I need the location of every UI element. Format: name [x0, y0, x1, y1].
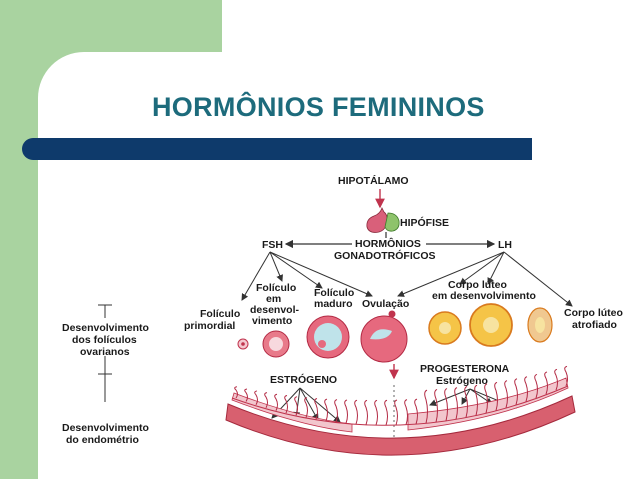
endometrial-gland — [324, 398, 328, 422]
label-corpo-luteo-atrof-1: Corpo lúteo — [564, 307, 623, 319]
endometrial-gland — [304, 397, 308, 418]
title-underline-bar — [22, 138, 532, 160]
endometrial-gland — [474, 384, 478, 416]
label-desenv-foliculos-3: ovarianos — [80, 346, 130, 358]
endometrial-gland — [314, 397, 318, 420]
endometrial-gland — [254, 390, 258, 406]
ovulating-follicle-icon — [360, 310, 408, 363]
pituitary-gland-icon — [366, 206, 400, 233]
endometrial-gland — [294, 396, 298, 416]
lh-arrows — [397, 251, 573, 307]
primordial-follicle-icon — [237, 338, 249, 350]
label-foliculo-desenvol-1: Folículo — [256, 282, 296, 294]
endometrial-gland — [284, 395, 288, 414]
label-lh: LH — [498, 239, 512, 251]
endometrial-gland — [354, 399, 358, 425]
label-foliculo-primordial-2: primordial — [184, 320, 235, 332]
label-corpo-luteo-desenv-1: Corpo lúteo — [448, 279, 507, 291]
endometrial-gland — [344, 399, 348, 424]
content-panel — [38, 52, 638, 479]
endometrial-gland — [264, 392, 268, 409]
endometrial-gland — [554, 368, 558, 391]
endometrial-gland — [274, 393, 278, 411]
label-fsh: FSH — [262, 239, 283, 251]
slide-title: HORMÔNIOS FEMININOS — [152, 92, 485, 122]
endometrium-layer — [225, 365, 576, 456]
mature-follicle-icon — [306, 315, 350, 359]
endometrial-gland — [514, 378, 518, 405]
label-gonadotroficos: GONADOTRÓFICOS — [334, 249, 436, 262]
label-foliculo-desenvol-3: desenvol- — [250, 304, 300, 316]
endometrial-gland — [234, 386, 238, 399]
label-estrogeno: ESTRÓGENO — [270, 373, 337, 386]
label-foliculo-primordial-1: Folículo — [200, 308, 240, 320]
label-progesterona: PROGESTERONA — [420, 363, 510, 375]
label-desenv-endometrio-2: do endométrio — [66, 434, 139, 446]
endometrial-gland — [434, 388, 438, 423]
endometrial-gland — [394, 399, 398, 426]
endometrial-gland — [384, 399, 388, 426]
endometrial-gland — [404, 399, 408, 425]
label-ovulacao: Ovulação — [362, 298, 409, 310]
label-corpo-luteo-atrof-2: atrofiado — [572, 319, 617, 331]
endometrial-gland — [494, 381, 498, 411]
endometrial-gland — [414, 398, 418, 425]
endometrial-gland — [334, 399, 338, 423]
developing-follicle-icon — [262, 330, 290, 358]
label-foliculo-maduro-1: Folículo — [314, 287, 354, 299]
label-foliculo-maduro-2: maduro — [314, 298, 353, 310]
endometrial-gland — [464, 386, 468, 418]
label-hipofise: HIPÓFISE — [400, 216, 449, 229]
label-corpo-luteo-desenv-2: em desenvolvimento — [432, 290, 536, 302]
corpus-luteum-atrophic-icon — [527, 307, 553, 343]
label-estrogeno-small: Estrógeno — [436, 375, 488, 387]
endometrial-gland — [534, 373, 538, 399]
fsh-arrows — [241, 251, 373, 301]
endometrial-gland — [424, 389, 428, 424]
label-desenv-foliculos-2: dos folículos — [72, 334, 137, 346]
label-desenv-endometrio-1: Desenvolvimento — [62, 422, 149, 434]
endometrial-gland — [484, 383, 488, 414]
label-hipotalamo: HIPOTÁLAMO — [338, 174, 409, 187]
endometrial-gland — [244, 388, 248, 402]
endometrial-gland — [564, 365, 568, 387]
label-foliculo-desenvol-4: vimento — [252, 315, 292, 327]
label-desenv-foliculos-1: Desenvolvimento — [62, 322, 149, 334]
label-foliculo-desenvol-2: em — [266, 293, 281, 305]
corpus-luteum-early-icon — [428, 311, 462, 345]
corpus-luteum-mature-icon — [469, 303, 513, 347]
endometrial-gland — [544, 371, 548, 395]
endometrial-gland — [444, 388, 448, 422]
left-timeline — [98, 304, 112, 402]
endometrial-gland — [374, 399, 378, 426]
endometrial-gland — [504, 380, 508, 408]
endometrial-gland — [364, 399, 368, 425]
left-accent-bar — [0, 108, 38, 479]
endometrial-gland — [524, 376, 528, 402]
endometrial-gland — [454, 387, 458, 420]
label-hormonios: HORMÔNIOS — [355, 237, 421, 250]
